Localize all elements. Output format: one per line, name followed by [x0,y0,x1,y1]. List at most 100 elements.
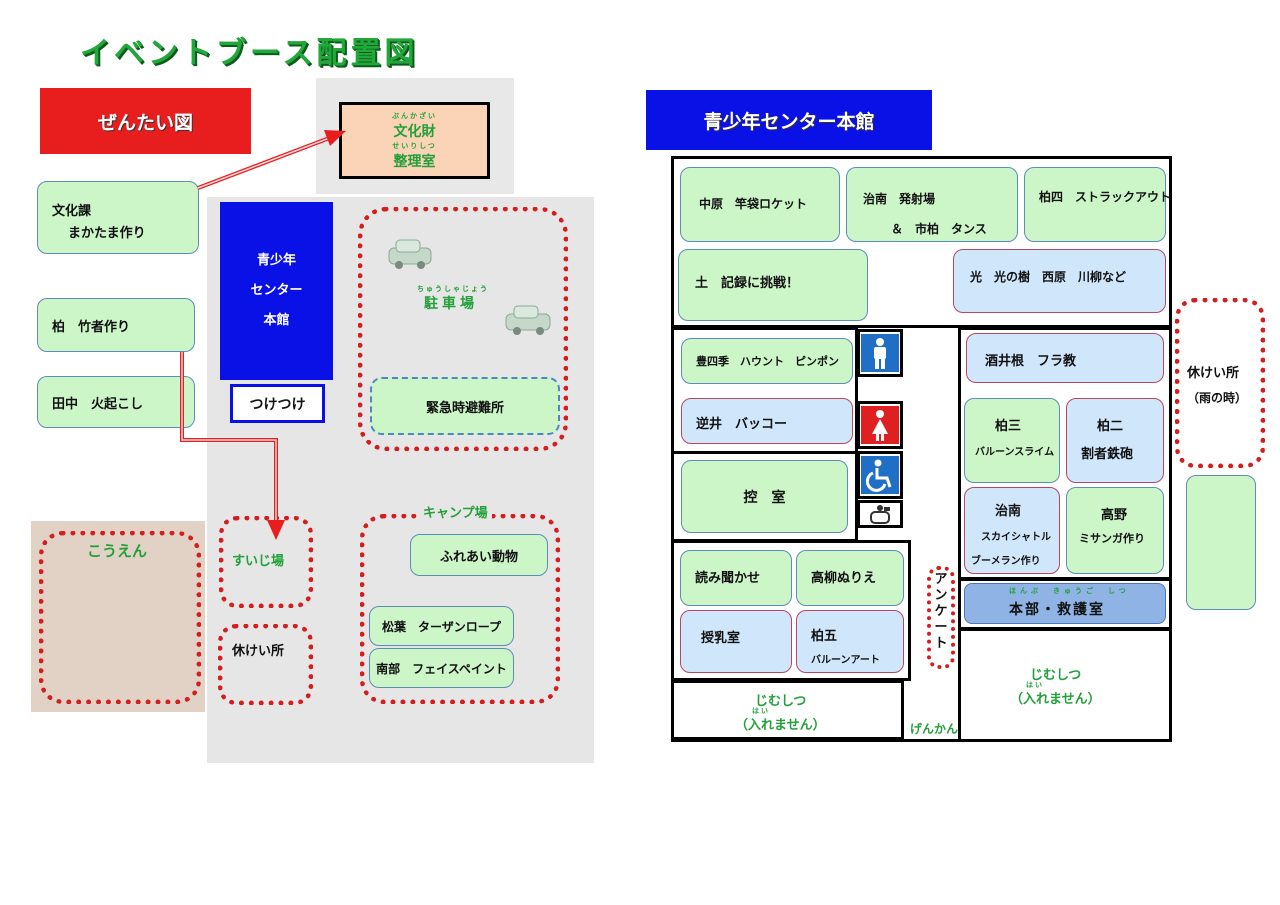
seirishitsu-ruby: せいりしつ [392,141,437,150]
office-left-label: じむしつ [755,694,807,709]
lower-section [671,540,911,681]
room-misanga-label: ミサンガ作り [1079,532,1145,545]
room-hikaeshitsu: 控 室 [681,460,848,533]
room-jinan-launch-label: 治南 発射場 [863,192,936,206]
rain-rest-area [1186,475,1256,610]
entrance-label: げんかん [910,722,959,736]
parking-ruby: ちゅうしゃじょう [417,285,489,293]
evacuation-area: 緊急時避難所 [370,377,560,435]
room-ichikashi-label: ＆ 市柏 タンス [891,222,987,236]
room-kashiwa2: 柏二 割者鉄砲 [1066,398,1164,483]
room-record: 土 記録に挑戦！ [678,249,868,321]
booth-bunkaka: 文化課 まかたま作り [37,181,199,254]
womens-restroom-icon [861,406,899,444]
room-jinan-launch: 治南 発射場 ＆ 市柏 タンス [846,167,1018,242]
camp-label: キャンプ場 [419,502,492,521]
room-boomerang-label: ブーメラン作り [971,556,1041,567]
room-takayanagi-label: 高柳ぬりえ [811,571,877,586]
center-building: 青少年 センター 本館 [220,202,333,380]
booth-kashiwa-take: 柏 竹者作り [37,298,195,352]
main-building-banner: 青少年センター本館 [646,90,932,150]
reception-booth: つけつけ [230,384,325,423]
car-icon-2 [505,305,551,335]
booth-kashiwa-take-label: 柏 竹者作り [52,320,131,335]
room-yomikikase: 読み聞かせ [680,550,792,606]
office-right-ruby: はい [1026,681,1044,689]
room-junyushitsu-label: 授乳室 [701,631,741,646]
office-left [671,680,904,740]
room-toyoshiki-label: 豊四季 ハウント ピンポン [696,355,839,368]
room-jinan2-label: 治南 [995,504,1022,519]
room-kashiwa5-label: 柏五 [811,629,838,644]
bunkazai-label: 文化財 [393,123,436,140]
arrow-overlay [180,130,346,540]
bunkazai-room: ぶんかざい 文化財 せいりしつ 整理室 [339,102,490,179]
rain-rest-sub: （雨の時） [1187,391,1248,405]
room-kashiwa4-label: 柏四 ストラックアウト [1039,190,1172,204]
room-waribashi-label: 割者鉄砲 [1081,447,1134,462]
womens-restroom [857,401,903,449]
honbu-label: 本部・救護室 [1009,602,1105,618]
mens-restroom [857,329,903,377]
room-takano-label: 高野 [1101,508,1128,523]
park-label: こうえん [87,542,148,560]
parking-label: 駐車場 [424,296,478,312]
center-building-line2: センター [250,283,303,298]
park-zone [39,531,201,704]
rain-rest-label: 休けい所 [1187,366,1240,381]
rain-rest-zone [1175,298,1265,468]
room-sakaine: 酒井根 フラ教 [966,333,1164,383]
office-right-sub: （入れません） [1010,692,1101,707]
suiji-zone [219,516,313,608]
overview-banner: ぜんたい図 [40,88,251,154]
rest-zone [218,624,313,705]
booth-fureai: ふれあい動物 [410,534,548,576]
top-section [671,156,1172,328]
seirishitsu-label: 整理室 [393,153,436,170]
room-takano: 高野 ミサンガ作り [1066,487,1164,574]
booth-bunkaka-line1: 文化課 [52,204,92,219]
room-kashiwa4: 柏四 ストラックアウト [1024,167,1171,242]
parking-zone [358,207,568,451]
room-nakahara-label: 中原 竿袋ロケット [699,197,808,211]
survey-zone [927,566,955,669]
room-yomikikase-label: 読み聞かせ [695,571,761,586]
room-toyoshiki: 豊四季 ハウント ピンポン [681,338,853,384]
bunkazai-ruby: ぶんかざい [392,111,437,120]
honbu-ruby: ほんぶ きゅうご しつ [1009,587,1130,595]
booth-bunkaka-line2: まかたま作り [68,226,146,241]
room-sakaine-label: 酒井根 フラ教 [985,354,1077,369]
office-right-label: じむしつ [1030,668,1082,683]
room-takayanagi: 高柳ぬりえ [796,550,904,606]
room-balloon-art-label: バルーンアート [811,655,880,666]
office-left-sub: （入れません） [735,718,826,733]
room-honbu: ほんぶ きゅうご しつ 本部・救護室 [964,583,1166,624]
office-right [958,628,1172,742]
room-record-label: 土 記録に挑戦！ [695,276,800,291]
room-kashiwa3: 柏三 バルーンスライム [964,398,1060,483]
room-sakai: 逆井 バッコー [681,398,853,444]
rest-label: 休けい所 [232,644,285,659]
room-balloon-slime-label: バルーンスライム [975,447,1055,458]
mens-restroom-icon [861,334,899,372]
room-jinan2: 治南 スカイシャトル ブーメラン作り [964,487,1060,574]
booth-nanbu: 南部 フェイスペイント [369,648,514,688]
wheelchair-restroom-icon [861,456,899,494]
room-sakai-label: 逆井 バッコー [696,417,788,432]
room-hikari-label: 光 光の樹 西原 川柳など [970,270,1127,284]
room-kashiwa3-label: 柏三 [995,419,1022,434]
booth-matsuba: 松葉 ターザンロープ [369,606,514,646]
car-icon [388,239,432,269]
booth-tanaka-hi: 田中 火起こし [37,376,195,428]
room-junyushitsu: 授乳室 [680,610,792,673]
ostomy-restroom [857,500,903,528]
booth-tanaka-hi-label: 田中 火起こし [52,397,144,412]
room-sky-shuttle-label: スカイシャトル [981,532,1051,543]
room-kashiwa2-label: 柏二 [1097,419,1124,434]
center-building-line1: 青少年 [256,253,296,268]
suiji-label: すいじ場 [232,554,285,569]
room-nakahara: 中原 竿袋ロケット [680,167,840,242]
bottom-wall [671,739,1172,742]
office-left-ruby: はい [752,707,770,715]
center-building-line3: 本館 [263,313,290,328]
